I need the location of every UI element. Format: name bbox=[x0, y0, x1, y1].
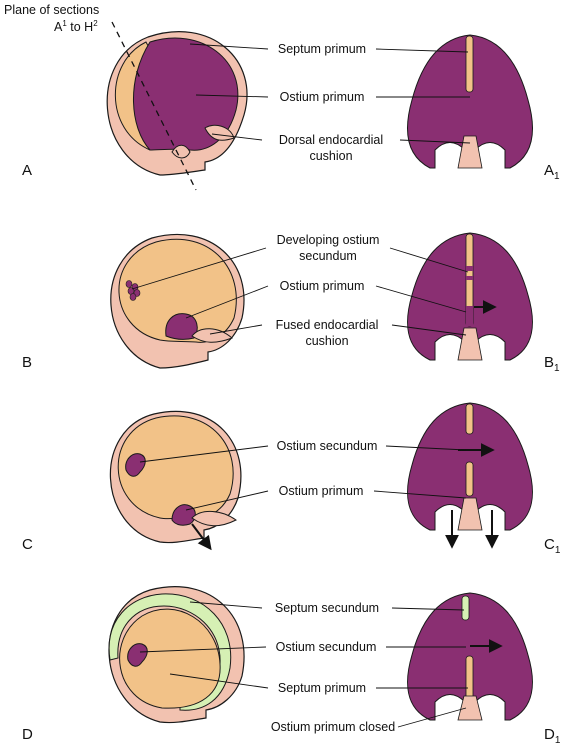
panel-b-left-heart bbox=[110, 233, 245, 369]
panel-c1-septum-upper bbox=[465, 403, 474, 435]
label-ostium-primum-b: Ostium primum bbox=[280, 279, 365, 293]
leader-a-1r bbox=[375, 48, 469, 53]
panel-d1-septum-secundum bbox=[461, 595, 470, 621]
plane-of-sections-line bbox=[111, 21, 197, 191]
panel-b-ostium-primum bbox=[165, 313, 198, 340]
panel-a-right-atrium bbox=[133, 37, 239, 151]
panel-letter-c1: C1 bbox=[544, 536, 561, 556]
label-developing-ostium-b: Developing ostium bbox=[277, 233, 380, 247]
label-dorsal-cushion-a: Dorsal endocardial bbox=[279, 133, 383, 147]
leader-d-1 bbox=[189, 601, 263, 609]
leader-d-3 bbox=[169, 673, 269, 689]
panel-a-right-heart bbox=[407, 34, 533, 169]
panel-b bbox=[110, 232, 533, 369]
leader-d-4r bbox=[397, 707, 467, 728]
panel-a bbox=[106, 21, 533, 191]
panel-c1-cushion bbox=[457, 497, 483, 531]
label-septum-primum-a: Septum primum bbox=[278, 42, 366, 56]
label-septum-primum-d: Septum primum bbox=[278, 681, 366, 695]
panel-letter-a1: A1 bbox=[544, 162, 560, 182]
panel-c bbox=[109, 402, 533, 551]
panel-d-septum-secundum bbox=[108, 593, 232, 711]
panel-a-cushion bbox=[171, 144, 191, 159]
label-ostium-secundum-d: Ostium secundum bbox=[276, 640, 377, 654]
panel-b1-cushion bbox=[457, 327, 483, 361]
leader-a-3 bbox=[211, 133, 263, 141]
panel-letter-b1: B1 bbox=[544, 354, 560, 374]
leader-c-1 bbox=[139, 445, 269, 463]
panel-a-cushion-right bbox=[204, 124, 235, 141]
panel-d1-cushion bbox=[457, 695, 483, 721]
panel-c-flow-arrow bbox=[191, 523, 212, 551]
label-ostium-primum-closed-d: Ostium primum closed bbox=[271, 720, 395, 734]
label-dorsal-cushion-a-2: cushion bbox=[309, 149, 352, 163]
label-ostium-primum-a: Ostium primum bbox=[280, 90, 365, 104]
panel-letter-d: D bbox=[22, 726, 33, 743]
panel-c-right-heart bbox=[407, 402, 533, 549]
panel-c-ostium-secundum bbox=[125, 453, 146, 477]
panel-b1-perforation-2 bbox=[466, 276, 473, 280]
panel-a-left-heart bbox=[106, 31, 248, 176]
label-fused-cushion-b: Fused endocardial bbox=[276, 318, 379, 332]
panel-c1-septum-lower bbox=[465, 461, 474, 497]
leader-b-2 bbox=[185, 285, 269, 319]
label-septum-secundum-d: Septum secundum bbox=[275, 601, 379, 615]
panel-d-right-heart bbox=[407, 592, 533, 721]
panel-a1-septum-primum bbox=[465, 35, 474, 93]
label-ostium-primum-c: Ostium primum bbox=[279, 484, 364, 498]
label-ostium-secundum-c: Ostium secundum bbox=[277, 439, 378, 453]
leader-c-2r bbox=[373, 490, 467, 499]
panel-d-left-heart bbox=[108, 586, 245, 724]
label-developing-ostium-b-2: secundum bbox=[299, 249, 357, 263]
leader-c-1r bbox=[385, 445, 467, 451]
panel-b-septum bbox=[118, 238, 237, 343]
panel-b1-ostium-primum-gap bbox=[466, 306, 473, 326]
panel-a1-cushion bbox=[457, 135, 483, 169]
panel-c-left-heart bbox=[109, 410, 242, 551]
leader-b-2r bbox=[375, 285, 467, 313]
leader-d-1r bbox=[391, 607, 465, 611]
panel-letter-a: A bbox=[22, 162, 32, 179]
plane-range: A1 to H2 bbox=[54, 19, 98, 34]
panel-letter-c: C bbox=[22, 536, 33, 553]
leader-a-2 bbox=[195, 94, 269, 98]
label-fused-cushion-b-2: cushion bbox=[305, 334, 348, 348]
leader-d-2 bbox=[139, 646, 267, 653]
leader-b-3 bbox=[209, 324, 263, 335]
plane-title: Plane of sections bbox=[4, 3, 99, 17]
panel-letter-d1: D1 bbox=[544, 726, 561, 746]
leader-c-2 bbox=[185, 490, 269, 511]
panel-b-right-heart bbox=[407, 232, 533, 361]
panel-b1-perforation-1 bbox=[466, 266, 473, 271]
panel-letter-b: B bbox=[22, 354, 32, 371]
panel-d-septum-primum bbox=[119, 608, 221, 709]
leader-b-1 bbox=[131, 247, 267, 290]
panel-d bbox=[108, 586, 533, 728]
leader-b-3r bbox=[391, 324, 467, 336]
leader-a-3r bbox=[399, 139, 471, 144]
panel-c-cushion bbox=[191, 511, 237, 527]
leader-a-1 bbox=[189, 43, 269, 50]
leader-b-1r bbox=[389, 247, 469, 273]
